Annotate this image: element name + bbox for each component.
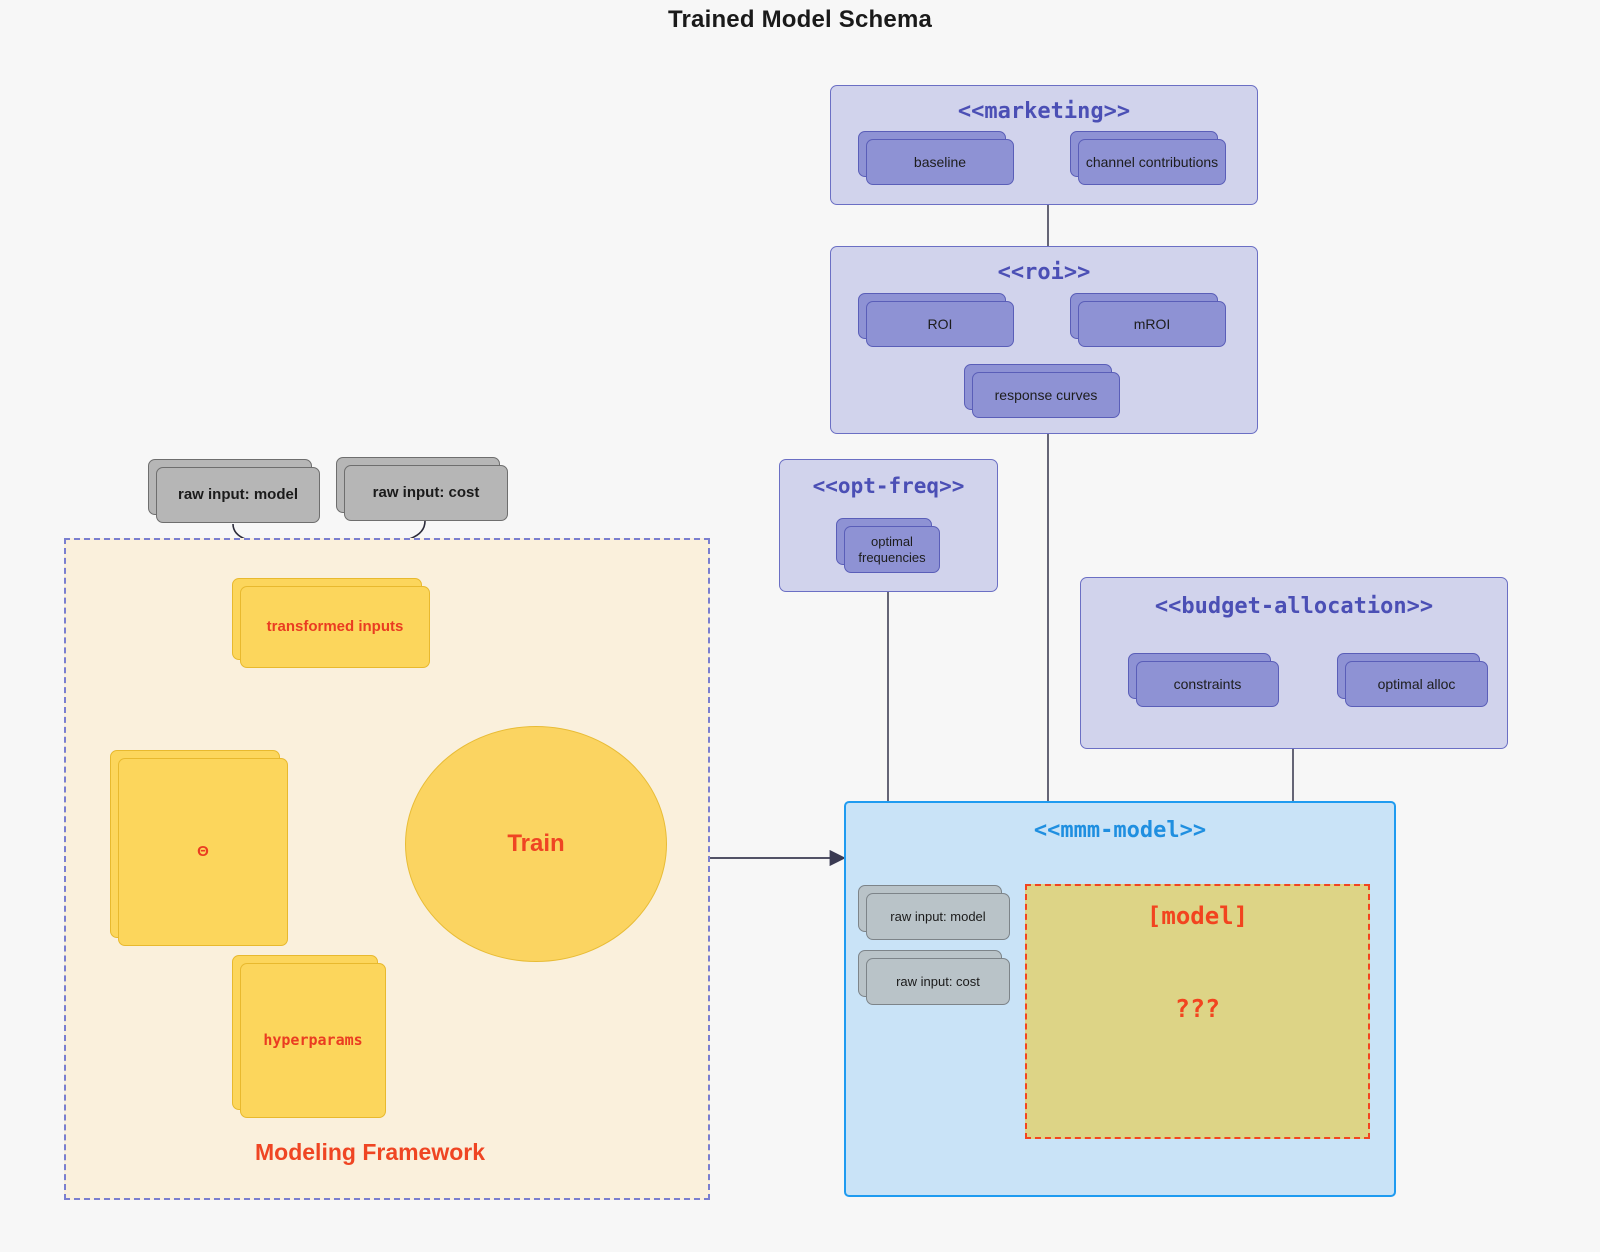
node-optimal-alloc-label: optimal alloc	[1345, 661, 1488, 707]
node-roi[interactable]: ROI	[858, 293, 1014, 347]
node-mroi[interactable]: mROI	[1070, 293, 1226, 347]
node-mmm-raw-input-cost[interactable]: raw input: cost	[858, 950, 1010, 1005]
node-baseline[interactable]: baseline	[858, 131, 1014, 185]
package-budget-allocation-title: <<budget-allocation>>	[1154, 594, 1434, 619]
node-constraints[interactable]: constraints	[1128, 653, 1279, 707]
node-mroi-label: mROI	[1078, 301, 1226, 347]
node-baseline-label: baseline	[866, 139, 1014, 185]
package-mmm-model-title: <<mmm-model>>	[1033, 818, 1207, 843]
node-channel-contributions[interactable]: channel contributions	[1070, 131, 1226, 185]
package-marketing-title: <<marketing>>	[957, 99, 1131, 124]
page-title: Trained Model Schema	[667, 6, 933, 33]
node-train[interactable]: Train	[405, 726, 667, 962]
node-raw-input-cost[interactable]: raw input: cost	[336, 457, 508, 521]
package-roi-title: <<roi>>	[997, 260, 1091, 285]
node-raw-input-model-label: raw input: model	[156, 467, 320, 523]
node-mmm-raw-input-model[interactable]: raw input: model	[858, 885, 1010, 940]
node-optimal-frequencies[interactable]: optimal frequencies	[836, 518, 940, 573]
node-raw-input-model[interactable]: raw input: model	[148, 459, 320, 523]
node-mmm-raw-input-cost-label: raw input: cost	[866, 958, 1010, 1005]
package-opt-freq-title: <<opt-freq>>	[812, 474, 965, 498]
node-transformed-inputs-label: transformed inputs	[240, 586, 430, 668]
node-transformed-inputs[interactable]: transformed inputs	[232, 578, 430, 668]
node-theta[interactable]: Θ	[110, 750, 288, 946]
node-hyperparams[interactable]: hyperparams	[232, 955, 386, 1118]
node-mmm-raw-input-model-label: raw input: model	[866, 893, 1010, 940]
node-channel-contributions-label: channel contributions	[1078, 139, 1226, 185]
model-placeholder-box[interactable]: [model] ???	[1025, 884, 1370, 1139]
node-theta-label: Θ	[118, 758, 288, 946]
model-placeholder-unknown: ???	[1174, 994, 1221, 1023]
node-optimal-alloc[interactable]: optimal alloc	[1337, 653, 1488, 707]
modeling-framework-label: Modeling Framework	[255, 1139, 486, 1165]
model-placeholder-name: [model]	[1146, 902, 1249, 930]
node-optimal-frequencies-label: optimal frequencies	[844, 526, 940, 573]
node-roi-label: ROI	[866, 301, 1014, 347]
node-constraints-label: constraints	[1136, 661, 1279, 707]
node-response-curves-label: response curves	[972, 372, 1120, 418]
node-raw-input-cost-label: raw input: cost	[344, 465, 508, 521]
node-train-label: Train	[507, 830, 565, 857]
node-hyperparams-label: hyperparams	[240, 963, 386, 1118]
node-response-curves[interactable]: response curves	[964, 364, 1120, 418]
